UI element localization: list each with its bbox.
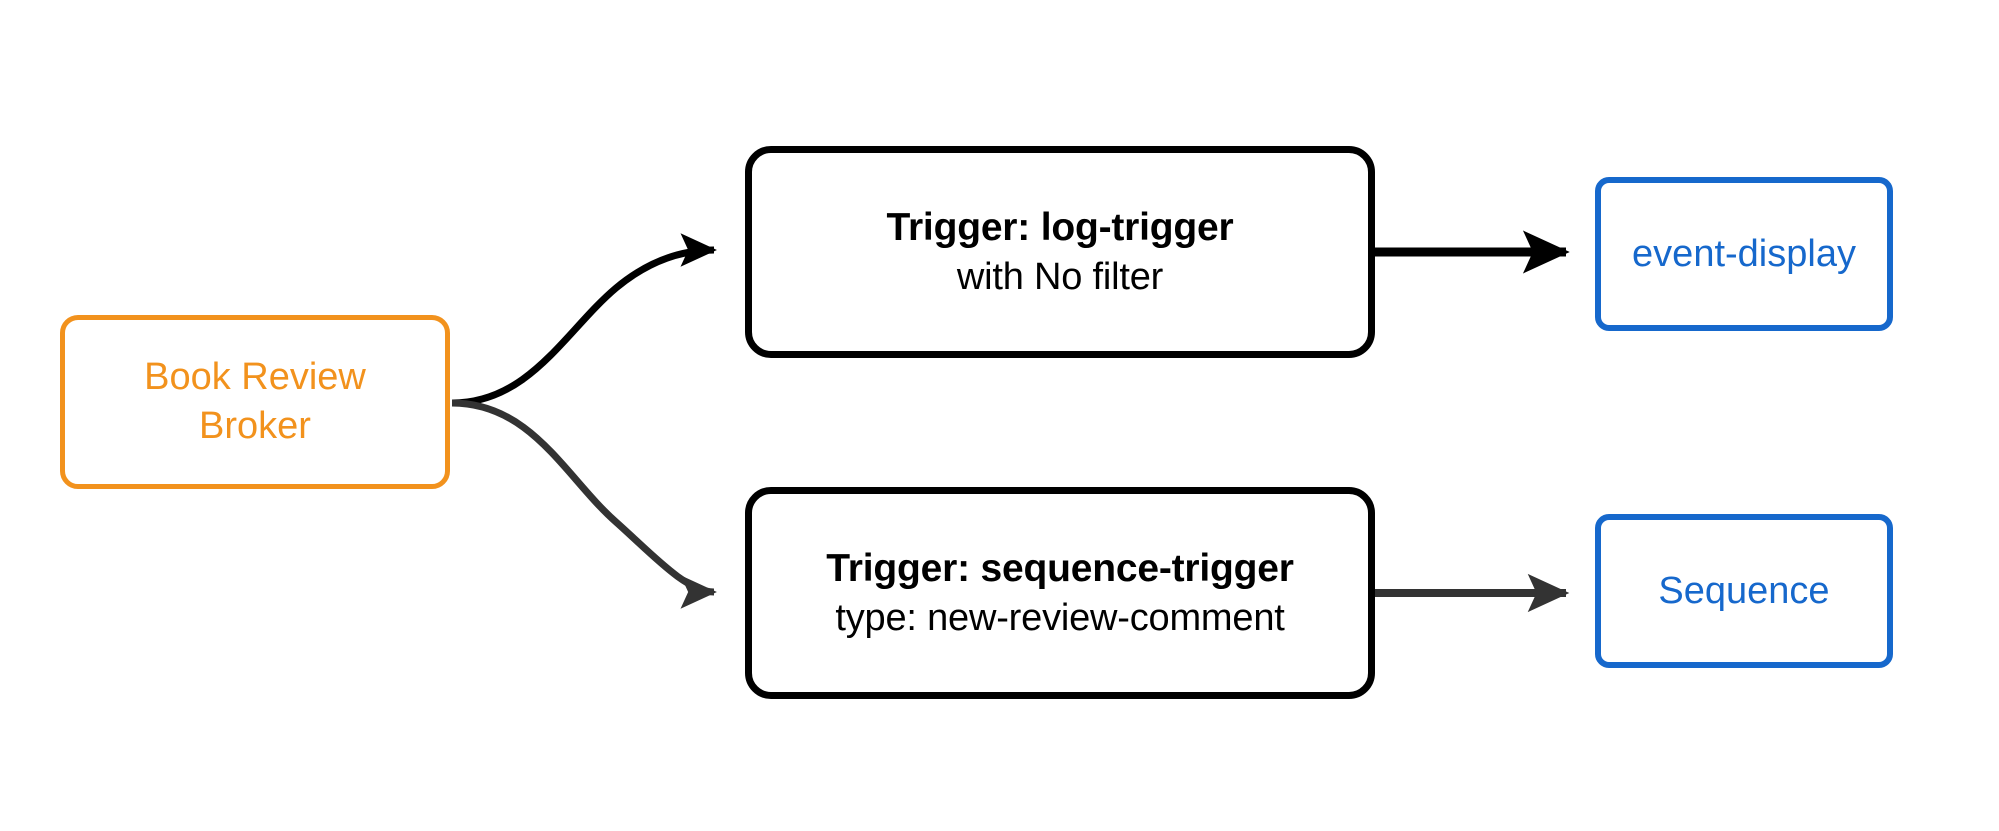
- node-book-review-broker[interactable]: Book Review Broker: [60, 315, 450, 489]
- broker-label-line2: Broker: [199, 405, 311, 447]
- node-consumer-event-display[interactable]: event-display: [1595, 177, 1893, 331]
- trigger-log-subtitle: with No filter: [956, 255, 1164, 298]
- consumer-event-display-label: event-display: [1632, 232, 1856, 275]
- edge-broker-to-log-trigger: [451, 233, 717, 407]
- node-trigger-sequence-trigger[interactable]: Trigger: sequence-trigger type: new-revi…: [745, 487, 1375, 699]
- trigger-log-title: Trigger: log-trigger: [886, 205, 1234, 249]
- node-consumer-sequence[interactable]: Sequence: [1595, 514, 1893, 668]
- broker-label-line1: Book Review: [144, 356, 366, 399]
- trigger-sequence-title: Trigger: sequence-trigger: [826, 546, 1294, 590]
- node-trigger-log-trigger[interactable]: Trigger: log-trigger with No filter: [745, 146, 1375, 358]
- consumer-sequence-label: Sequence: [1658, 569, 1830, 612]
- trigger-sequence-subtitle: type: new-review-comment: [835, 596, 1285, 639]
- edge-broker-to-sequence-trigger: [451, 399, 717, 609]
